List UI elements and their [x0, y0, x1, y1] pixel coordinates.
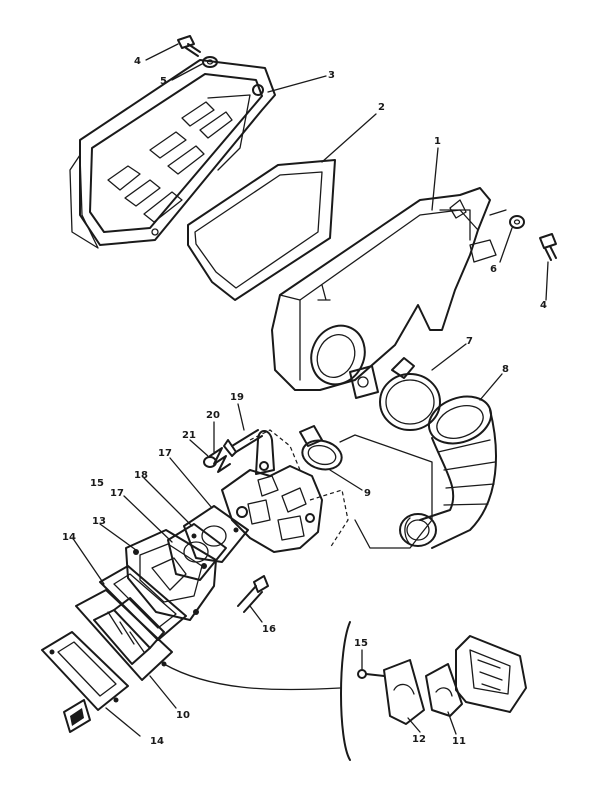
callout-11: 11 [452, 736, 466, 747]
callout-2: 2 [378, 102, 385, 113]
callout-19: 19 [230, 392, 244, 403]
washer-right [509, 215, 525, 229]
callout-labels: 1 2 3 4 4 5 6 7 8 9 10 11 12 13 14 14 15… [62, 56, 547, 747]
inset-reed-stopper [383, 659, 425, 725]
callout-17-left: 17 [110, 488, 124, 499]
callout-14-lower: 14 [150, 736, 164, 747]
callout-4-right: 4 [540, 300, 547, 311]
spring [209, 447, 231, 473]
inset-connector-line [163, 663, 341, 691]
inset-bracket [340, 621, 351, 761]
reed-valve-assembly [75, 589, 173, 681]
carburetor-joint [167, 523, 227, 581]
callout-7: 7 [466, 336, 473, 347]
callout-14-upper: 14 [62, 532, 76, 543]
intake-joint-hose [399, 395, 497, 549]
callout-9: 9 [364, 488, 371, 499]
gasket-outer [183, 505, 249, 563]
callout-6: 6 [490, 264, 497, 275]
callout-1: 1 [434, 136, 441, 147]
callout-8: 8 [502, 364, 509, 375]
callout-15-inset: 15 [354, 638, 368, 649]
inset-reed-valve-body [455, 635, 527, 713]
throttle-stop-screw [223, 429, 263, 457]
bolt [237, 575, 269, 613]
air-filter-element [187, 159, 336, 301]
callout-10: 10 [176, 710, 190, 721]
callout-5: 5 [160, 76, 167, 87]
callout-12: 12 [412, 734, 426, 745]
reed-gasket-lower [41, 631, 129, 711]
screw-top [177, 35, 201, 57]
reed-gasket-upper [99, 565, 187, 641]
leader-lines [73, 43, 549, 737]
inset-screw [357, 669, 385, 679]
callout-15-left: 15 [90, 478, 104, 489]
callout-3: 3 [328, 70, 335, 81]
washer-top [202, 56, 218, 68]
callout-21: 21 [182, 430, 196, 441]
reed-valve-spacer [125, 529, 217, 621]
callout-17-top: 17 [158, 448, 172, 459]
callout-4-top: 4 [134, 56, 141, 67]
callout-16: 16 [262, 624, 276, 635]
reed-stopper-small [63, 699, 91, 733]
inset-reed-petal [425, 663, 463, 717]
callout-18: 18 [134, 470, 148, 481]
hose-clamp-small [299, 425, 343, 471]
air-silencer-case [271, 187, 507, 399]
callout-20: 20 [206, 410, 220, 421]
air-filter-cover [69, 59, 276, 249]
clamp-leader-box [339, 434, 433, 549]
carburetor [221, 429, 349, 553]
callout-13: 13 [92, 516, 106, 527]
screw-right [539, 233, 557, 261]
washer-small [203, 456, 217, 468]
hose-clamp-large [379, 357, 441, 431]
